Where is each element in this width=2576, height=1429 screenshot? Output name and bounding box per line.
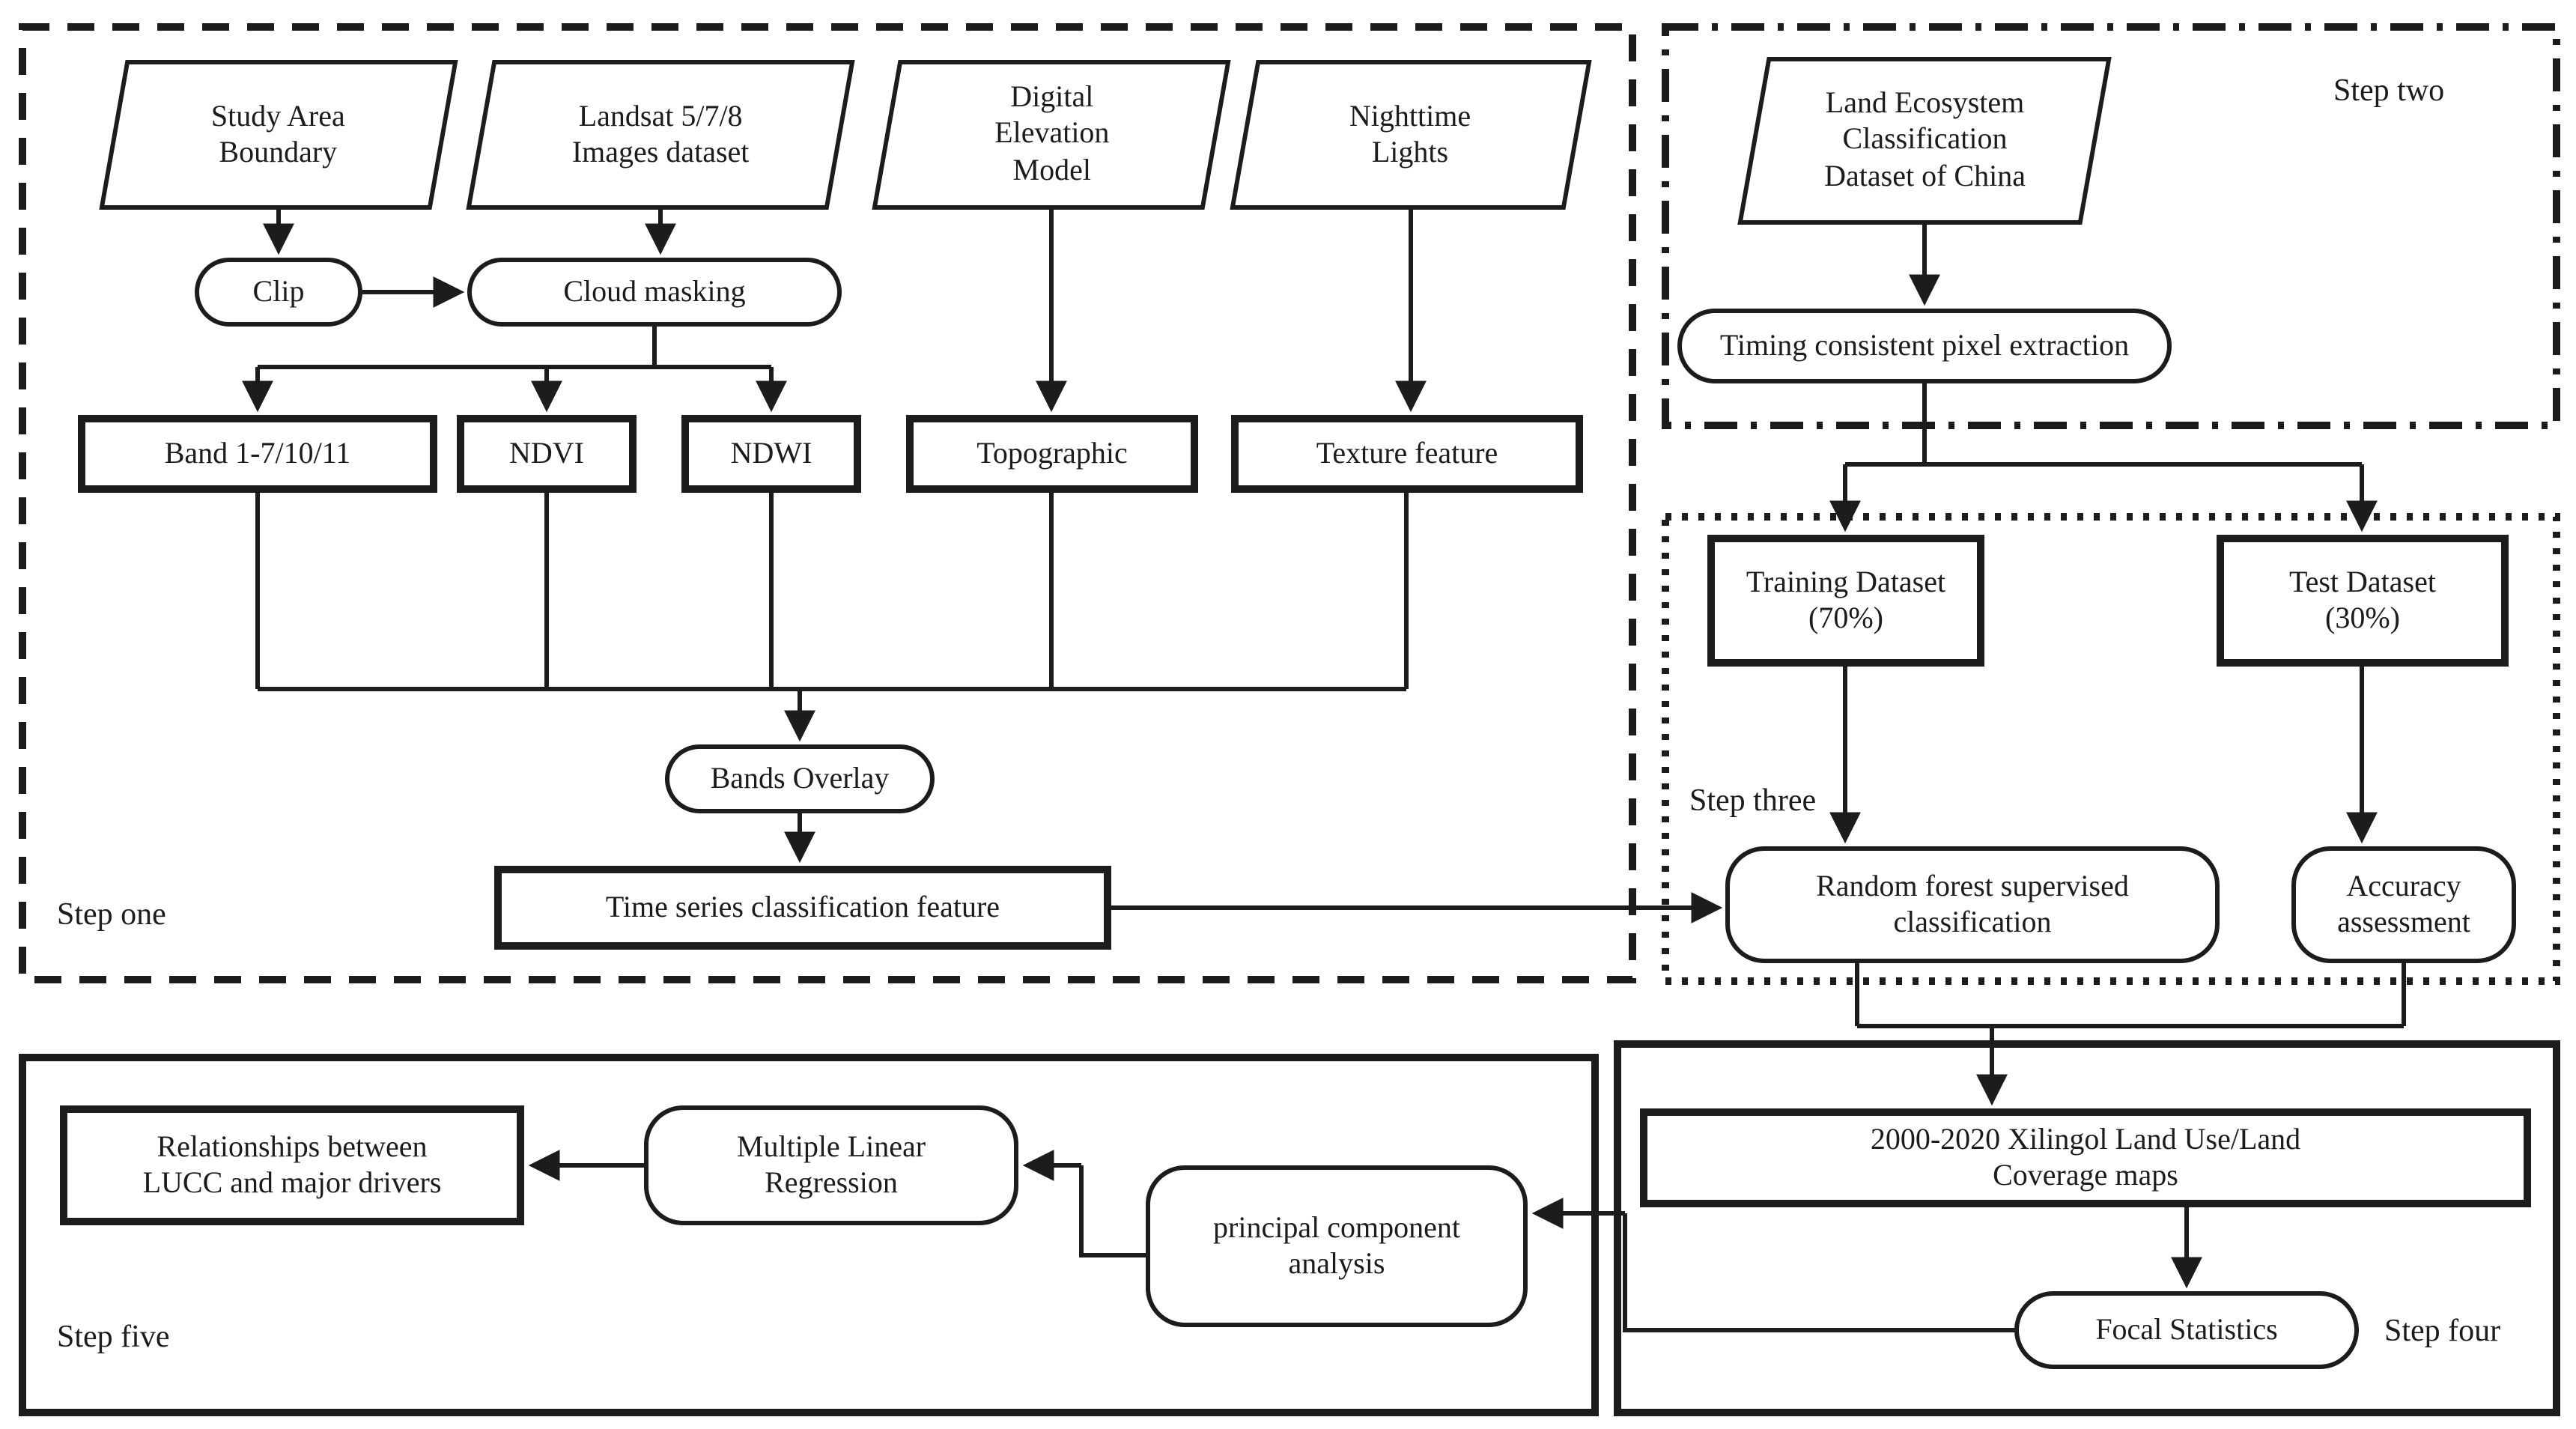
nighttime-lights-label: Nighttime Lights [1349, 100, 1472, 169]
line-pca-elbow [1079, 1165, 1146, 1257]
accuracy-assessment-label: Accuracy assessment [2337, 870, 2470, 939]
texture-feature-node: Texture feature [1231, 415, 1583, 493]
study-area-boundary-node: Study Area Boundary [99, 60, 458, 210]
band-node: Band 1-7/10/11 [78, 415, 437, 493]
cloud-masking-node: Cloud masking [467, 258, 842, 327]
study-area-boundary-label: Study Area Boundary [211, 100, 346, 169]
principal-component-analysis-node: principal component analysis [1146, 1165, 1528, 1327]
step-four-label: Step four [2384, 1312, 2501, 1348]
step-three-container [1662, 513, 2560, 985]
relationships-node: Relationships between LUCC and major dri… [60, 1105, 524, 1225]
step-four-container [1614, 1040, 2560, 1416]
ndvi-node: NDVI [457, 415, 637, 493]
topographic-label: Topographic [976, 437, 1128, 470]
land-ecosystem-label: Land Ecosystem Classification Dataset of… [1823, 87, 2026, 194]
step-one-container [19, 23, 1636, 983]
ndwi-label: NDWI [730, 437, 812, 470]
focal-statistics-node: Focal Statistics [2014, 1291, 2359, 1369]
digital-elevation-model-node: Digital Elevation Model [872, 60, 1231, 210]
time-series-feature-node: Time series classification feature [494, 866, 1111, 950]
random-forest-node: Random forest supervised classification [1725, 846, 2220, 963]
step-one-label: Step one [57, 896, 166, 932]
band-label: Band 1-7/10/11 [164, 437, 351, 470]
step-three-label: Step three [1689, 782, 1817, 818]
ndwi-node: NDWI [681, 415, 861, 493]
topographic-node: Topographic [906, 415, 1198, 493]
landuse-maps-node: 2000-2020 Xilingol Land Use/Land Coverag… [1640, 1108, 2531, 1207]
test-dataset-node: Test Dataset (30%) [2217, 535, 2509, 667]
bands-overlay-node: Bands Overlay [665, 744, 935, 813]
step-two-label: Step two [2333, 72, 2445, 108]
principal-component-analysis-label: principal component analysis [1213, 1211, 1460, 1281]
multiple-linear-regression-node: Multiple Linear Regression [644, 1105, 1018, 1225]
test-dataset-label: Test Dataset (30%) [2288, 565, 2436, 635]
timing-extraction-node: Timing consistent pixel extraction [1677, 309, 2172, 383]
relationships-label: Relationships between LUCC and major dri… [142, 1130, 442, 1200]
step-five-container [19, 1054, 1599, 1416]
digital-elevation-model-label: Digital Elevation Model [994, 81, 1109, 188]
multiple-linear-regression-label: Multiple Linear Regression [736, 1130, 926, 1200]
training-dataset-label: Training Dataset (70%) [1746, 565, 1946, 635]
step-five-label: Step five [57, 1318, 170, 1354]
landuse-maps-label: 2000-2020 Xilingol Land Use/Land Coverag… [1870, 1123, 2301, 1192]
landsat-dataset-label: Landsat 5/7/8 Images dataset [571, 100, 750, 169]
step-two-container [1662, 23, 2560, 429]
clip-node: Clip [195, 258, 362, 327]
cloud-masking-label: Cloud masking [563, 275, 746, 309]
texture-feature-label: Texture feature [1316, 437, 1498, 470]
random-forest-label: Random forest supervised classification [1816, 870, 2129, 939]
landsat-dataset-node: Landsat 5/7/8 Images dataset [466, 60, 855, 210]
accuracy-assessment-node: Accuracy assessment [2291, 846, 2516, 963]
clip-label: Clip [252, 275, 305, 309]
timing-extraction-label: Timing consistent pixel extraction [1719, 329, 2130, 362]
time-series-feature-label: Time series classification feature [605, 891, 1000, 924]
ndvi-label: NDVI [509, 437, 584, 470]
land-ecosystem-node: Land Ecosystem Classification Dataset of… [1737, 57, 2112, 225]
focal-statistics-label: Focal Statistics [2095, 1313, 2278, 1347]
bands-overlay-label: Bands Overlay [710, 762, 890, 795]
training-dataset-node: Training Dataset (70%) [1707, 535, 1984, 667]
nighttime-lights-node: Nighttime Lights [1230, 60, 1592, 210]
line-focal-west [1623, 1213, 2014, 1332]
